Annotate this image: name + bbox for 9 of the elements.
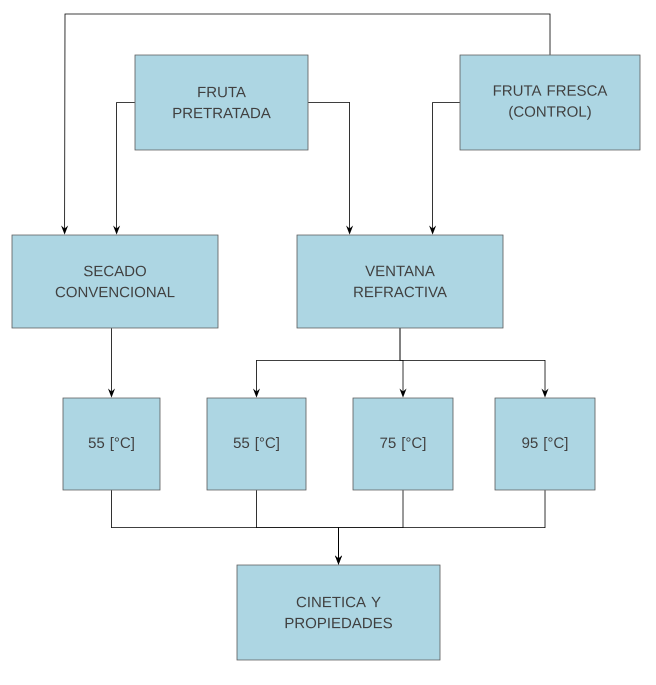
process-box: CINETICA Y PROPIEDADES (236, 564, 440, 660)
process-box: 55 [°C] (62, 398, 160, 490)
process-box: 75 [°C] (352, 398, 454, 490)
process-box: FRUTA PRETRATADA (134, 54, 308, 150)
process-box: 55 [°C] (206, 398, 306, 490)
process-box: VENTANA REFRACTIVA (296, 234, 504, 328)
process-box: SECADO CONVENCIONAL (12, 234, 218, 328)
process-box: FRUTA FRESCA (CONTROL) (460, 54, 640, 150)
process-box: 95 [°C] (494, 398, 596, 490)
